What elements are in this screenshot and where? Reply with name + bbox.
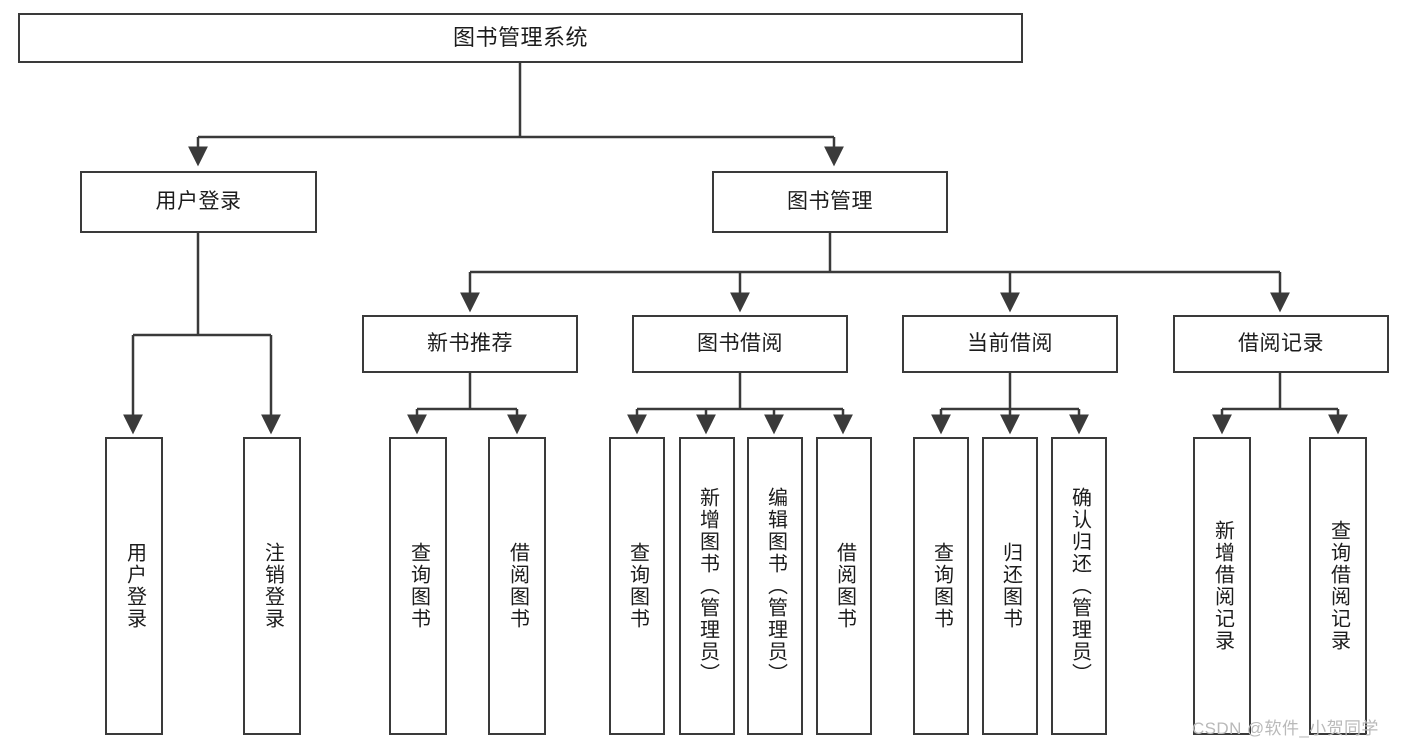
node-label: 查询图书 [930, 542, 953, 630]
node-label: 新增图书（管理员） [696, 487, 719, 685]
node-label: 借阅图书 [833, 542, 856, 630]
node-label: 查询图书 [407, 542, 430, 630]
node-label: 归还图书 [999, 542, 1022, 630]
node-label: 用户登录 [123, 542, 146, 630]
node-label: 新增借阅记录 [1211, 520, 1234, 652]
node-label: 查询借阅记录 [1327, 520, 1350, 652]
node-label: 借阅记录 [1238, 331, 1324, 355]
leaf-add-book-admin[interactable]: 新增图书（管理员） [679, 437, 735, 735]
node-label: 图书管理 [787, 189, 873, 213]
node-borrow-record[interactable]: 借阅记录 [1173, 315, 1389, 373]
node-label: 查询图书 [626, 542, 649, 630]
node-root-system[interactable]: 图书管理系统 [18, 13, 1023, 63]
leaf-add-borrow-record[interactable]: 新增借阅记录 [1193, 437, 1251, 735]
leaf-return-book[interactable]: 归还图书 [982, 437, 1038, 735]
node-user-login[interactable]: 用户登录 [80, 171, 317, 233]
node-label: 确认归还（管理员） [1068, 487, 1091, 685]
leaf-user-login[interactable]: 用户登录 [105, 437, 163, 735]
node-label: 用户登录 [155, 189, 242, 213]
node-label: 新书推荐 [427, 331, 513, 355]
leaf-borrow-book-new[interactable]: 借阅图书 [488, 437, 546, 735]
node-label: 图书借阅 [697, 331, 783, 355]
leaf-borrow-book[interactable]: 借阅图书 [816, 437, 872, 735]
leaf-query-book-borrow[interactable]: 查询图书 [609, 437, 665, 735]
leaf-logout[interactable]: 注销登录 [243, 437, 301, 735]
node-book-borrow[interactable]: 图书借阅 [632, 315, 848, 373]
node-new-book-recommend[interactable]: 新书推荐 [362, 315, 578, 373]
leaf-query-book-current[interactable]: 查询图书 [913, 437, 969, 735]
leaf-query-book-new[interactable]: 查询图书 [389, 437, 447, 735]
node-label: 注销登录 [261, 542, 284, 630]
node-current-borrow[interactable]: 当前借阅 [902, 315, 1118, 373]
leaf-query-borrow-record[interactable]: 查询借阅记录 [1309, 437, 1367, 735]
node-book-management[interactable]: 图书管理 [712, 171, 948, 233]
watermark-text: CSDN @软件_小贺同学 [1192, 719, 1379, 738]
node-label: 借阅图书 [506, 542, 529, 630]
node-label: 当前借阅 [967, 331, 1053, 355]
node-label: 编辑图书（管理员） [764, 487, 787, 685]
leaf-edit-book-admin[interactable]: 编辑图书（管理员） [747, 437, 803, 735]
node-label: 图书管理系统 [452, 25, 588, 51]
csdn-watermark: CSDN @软件_小贺同学 [1192, 714, 1379, 739]
leaf-confirm-return-admin[interactable]: 确认归还（管理员） [1051, 437, 1107, 735]
